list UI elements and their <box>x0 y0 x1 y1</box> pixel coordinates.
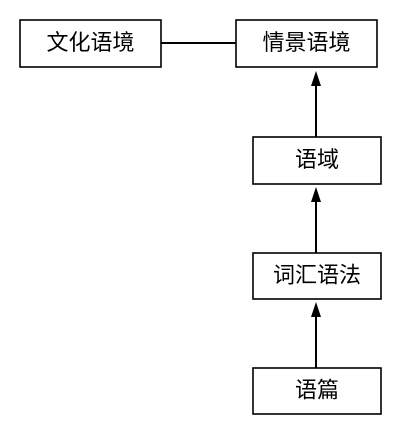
node-cultural-context-label: 文化语境 <box>46 31 134 56</box>
node-register-label: 语域 <box>295 148 339 173</box>
node-cultural-context: 文化语境 <box>19 19 162 68</box>
node-lexicogrammar: 词汇语法 <box>252 252 382 300</box>
node-register-box <box>252 136 382 185</box>
node-situational-context-label: 情景语境 <box>262 31 350 56</box>
arrowhead-lexicogrammar-icon <box>311 302 321 317</box>
node-situational-context-box <box>235 19 378 68</box>
node-discourse-label: 语篇 <box>295 379 339 404</box>
node-discourse: 语篇 <box>252 367 382 415</box>
node-situational-context: 情景语境 <box>235 19 378 68</box>
arrowhead-situation-icon <box>311 71 321 86</box>
node-discourse-box <box>252 367 382 415</box>
node-lexicogrammar-label: 词汇语法 <box>273 264 361 289</box>
node-cultural-context-box <box>19 19 162 68</box>
node-lexicogrammar-box <box>252 252 382 300</box>
arrowhead-register-icon <box>311 187 321 202</box>
node-register: 语域 <box>252 136 382 185</box>
